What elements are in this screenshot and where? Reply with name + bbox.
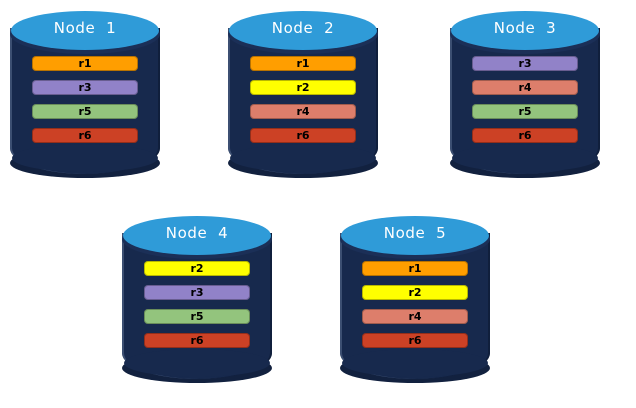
replica-bar-r4[interactable]: r4 — [472, 80, 578, 95]
replica-list: r1 r2 r4 r6 — [362, 261, 468, 348]
node-label: Node 1 — [53, 19, 117, 37]
replica-bar-r2[interactable]: r2 — [362, 285, 468, 300]
cylinder-top-face — [229, 11, 377, 50]
cylinder-bottom-face — [342, 349, 488, 377]
replica-list: r2 r3 r5 r6 — [144, 261, 250, 348]
replica-bar-r5[interactable]: r5 — [472, 104, 578, 119]
replica-bar-r1[interactable]: r1 — [250, 56, 356, 71]
replica-list: r1 r2 r4 r6 — [250, 56, 356, 143]
node-label: Node 3 — [493, 19, 557, 37]
database-node-2[interactable]: Node 2 r1 r2 r4 r6 — [228, 10, 378, 192]
replica-bar-r3[interactable]: r3 — [472, 56, 578, 71]
replica-list: r1 r3 r5 r6 — [32, 56, 138, 143]
replica-bar-r3[interactable]: r3 — [144, 285, 250, 300]
replica-list: r3 r4 r5 r6 — [472, 56, 578, 143]
node-label: Node 4 — [165, 224, 229, 242]
replica-bar-r4[interactable]: r4 — [362, 309, 468, 324]
database-node-5[interactable]: Node 5 r1 r2 r4 r6 — [340, 215, 490, 397]
database-node-1[interactable]: Node 1 r1 r3 r5 r6 — [10, 10, 160, 192]
replica-bar-r6[interactable]: r6 — [362, 333, 468, 348]
cylinder-bottom-face — [124, 349, 270, 377]
replica-bar-r6[interactable]: r6 — [250, 128, 356, 143]
replica-bar-r6[interactable]: r6 — [144, 333, 250, 348]
database-node-4[interactable]: Node 4 r2 r3 r5 r6 — [122, 215, 272, 397]
cylinder-top-face — [341, 216, 489, 255]
replica-bar-r2[interactable]: r2 — [144, 261, 250, 276]
cylinder-top-face — [11, 11, 159, 50]
cylinder-top-face — [123, 216, 271, 255]
replica-bar-r1[interactable]: r1 — [32, 56, 138, 71]
replica-bar-r6[interactable]: r6 — [32, 128, 138, 143]
replica-bar-r5[interactable]: r5 — [32, 104, 138, 119]
cylinder-bottom-face — [452, 144, 598, 172]
replica-bar-r1[interactable]: r1 — [362, 261, 468, 276]
replica-bar-r4[interactable]: r4 — [250, 104, 356, 119]
node-label: Node 5 — [383, 224, 447, 242]
cylinder-bottom-face — [230, 144, 376, 172]
cylinder-top-face — [451, 11, 599, 50]
replica-bar-r5[interactable]: r5 — [144, 309, 250, 324]
replica-bar-r3[interactable]: r3 — [32, 80, 138, 95]
node-label: Node 2 — [271, 19, 335, 37]
replica-bar-r2[interactable]: r2 — [250, 80, 356, 95]
database-node-3[interactable]: Node 3 r3 r4 r5 r6 — [450, 10, 600, 192]
replica-bar-r6[interactable]: r6 — [472, 128, 578, 143]
cylinder-bottom-face — [12, 144, 158, 172]
